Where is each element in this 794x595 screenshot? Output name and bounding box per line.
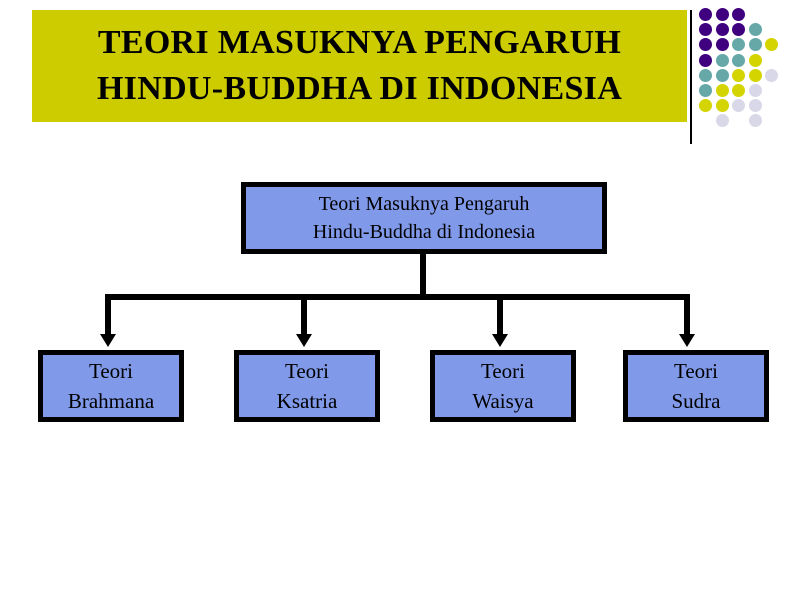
decorative-dot xyxy=(748,53,762,67)
decorative-dot xyxy=(732,38,745,52)
leaf-node-brahmana-line-2: Brahmana xyxy=(67,389,155,413)
decorative-dot xyxy=(699,23,712,37)
arrowhead-icon-sudra xyxy=(679,334,695,347)
decorative-dot xyxy=(748,23,762,37)
arrowhead-icon-brahmana xyxy=(100,334,116,347)
leaf-node-sudra-line-1: Teori xyxy=(673,359,718,383)
connector-bus-horizontal xyxy=(105,294,690,300)
leaf-node-brahmana-line-1: Teori xyxy=(88,359,133,383)
banner-divider-line xyxy=(690,10,692,144)
decorative-dot xyxy=(715,84,729,97)
leaf-node-waisya-line-2: Waisya xyxy=(472,389,534,413)
decorative-dot xyxy=(748,84,762,97)
decorative-dot xyxy=(765,68,778,82)
connector-drop-ksatria xyxy=(301,294,307,336)
decorative-dot xyxy=(699,38,712,52)
decorative-dot xyxy=(748,114,762,128)
decorative-dot xyxy=(748,38,762,52)
diagram-leaf-node-waisya: Teori Waisya xyxy=(430,350,576,422)
connector-drop-brahmana xyxy=(105,294,111,336)
decorative-dot xyxy=(699,84,712,97)
title-banner: TEORI MASUKNYA PENGARUH HINDU-BUDDHA DI … xyxy=(32,10,687,122)
connector-drop-waisya xyxy=(497,294,503,336)
decorative-dot xyxy=(732,84,745,97)
decorative-dot xyxy=(699,8,712,21)
leaf-node-sudra-line-2: Sudra xyxy=(671,389,721,413)
title-line-1: TEORI MASUKNYA PENGARUH xyxy=(97,24,622,61)
root-node-line-2: Hindu-Buddha di Indonesia xyxy=(312,221,536,243)
arrowhead-icon-ksatria xyxy=(296,334,312,347)
decorative-dot xyxy=(715,23,729,37)
leaf-node-ksatria-line-1: Teori xyxy=(284,359,329,383)
decorative-dot xyxy=(715,8,729,21)
decorative-dot xyxy=(715,114,729,128)
decorative-dot xyxy=(715,38,729,52)
decorative-dot xyxy=(748,68,762,82)
diagram-leaf-node-ksatria: Teori Ksatria xyxy=(234,350,380,422)
dot-grid-decoration xyxy=(699,8,791,130)
decorative-dot xyxy=(699,99,712,113)
leaf-node-waisya-line-1: Teori xyxy=(480,359,525,383)
diagram-leaf-node-brahmana: Teori Brahmana xyxy=(38,350,184,422)
connector-stem-vertical xyxy=(420,254,426,298)
diagram-leaf-node-sudra: Teori Sudra xyxy=(623,350,769,422)
decorative-dot xyxy=(732,23,745,37)
title-line-2: HINDU-BUDDHA DI INDONESIA xyxy=(96,70,623,107)
decorative-dot xyxy=(732,99,745,113)
connector-drop-sudra xyxy=(684,294,690,336)
decorative-dot xyxy=(732,68,745,82)
leaf-node-ksatria-line-2: Ksatria xyxy=(276,389,338,413)
decorative-dot xyxy=(732,53,745,67)
diagram-root-node: Teori Masuknya Pengaruh Hindu-Buddha di … xyxy=(241,182,607,254)
decorative-dot xyxy=(715,68,729,82)
decorative-dot xyxy=(732,8,745,21)
root-node-line-1: Teori Masuknya Pengaruh xyxy=(318,193,530,215)
decorative-dot xyxy=(765,38,778,52)
decorative-dot xyxy=(699,53,712,67)
decorative-dot xyxy=(748,99,762,113)
decorative-dot xyxy=(715,99,729,113)
decorative-dot xyxy=(699,68,712,82)
decorative-dot xyxy=(715,53,729,67)
arrowhead-icon-waisya xyxy=(492,334,508,347)
